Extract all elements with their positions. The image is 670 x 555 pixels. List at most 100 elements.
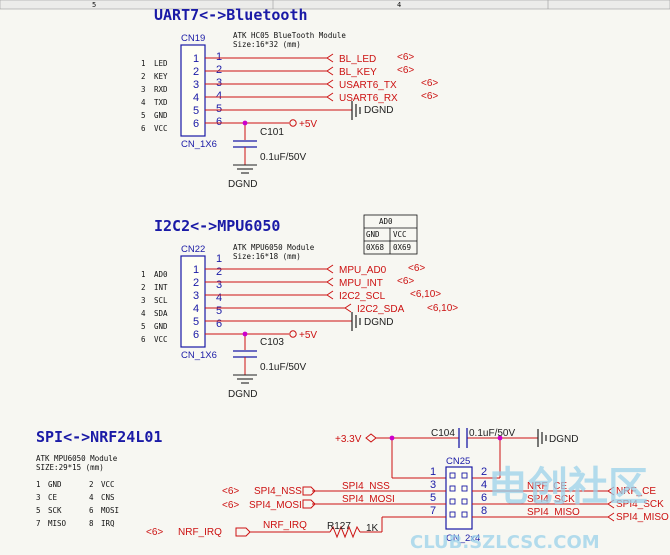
svg-text:<6>: <6> — [421, 91, 438, 102]
svg-text:7: 7 — [36, 519, 41, 528]
svg-text:2: 2 — [89, 480, 94, 489]
svg-text:IRQ: IRQ — [101, 519, 115, 528]
spi-supply-port — [365, 433, 377, 443]
uart-module-name: ATK HC05 BlueTooth Module — [233, 31, 346, 40]
svg-text:I2C2_SDA: I2C2_SDA — [357, 304, 405, 315]
i2c-junction — [242, 331, 248, 337]
svg-text:6: 6 — [481, 492, 487, 504]
svg-text:6: 6 — [141, 335, 146, 344]
uart-vcc-label: +5V — [299, 119, 317, 130]
spi-connector-ref: CN25 — [446, 456, 470, 467]
i2c-module-name: ATK MPU6050 Module — [233, 243, 315, 252]
i2c-cap-gnd-label: DGND — [228, 389, 257, 400]
ruler-label-right: 4 — [397, 1, 401, 9]
spi-section-title: SPI<->NRF24L01 — [36, 428, 162, 446]
svg-text:5: 5 — [36, 506, 41, 515]
svg-text:5: 5 — [193, 316, 199, 328]
svg-text:CNS: CNS — [101, 493, 115, 502]
svg-text:MOSI: MOSI — [101, 506, 119, 515]
svg-text:2: 2 — [216, 266, 222, 278]
svg-text:<6>: <6> — [397, 52, 414, 63]
uart-connector-footprint: CN_1X6 — [181, 139, 217, 150]
svg-text:4: 4 — [481, 479, 487, 491]
svg-text:I2C2_SCL: I2C2_SCL — [339, 291, 386, 302]
svg-text:SDA: SDA — [154, 309, 168, 318]
svg-text:6: 6 — [193, 329, 199, 341]
svg-text:3: 3 — [193, 79, 199, 91]
uart-connector-body — [180, 44, 206, 137]
svg-text:<6>: <6> — [397, 276, 414, 287]
uart-section-title: UART7<->Bluetooth — [154, 6, 308, 24]
svg-text:3: 3 — [216, 279, 222, 291]
svg-text:USART6_RX: USART6_RX — [339, 93, 398, 104]
spi-connector-pins — [449, 472, 468, 518]
svg-text:1: 1 — [193, 53, 199, 65]
svg-text:<6>: <6> — [146, 527, 163, 538]
watermark-logo: 电创社区 CLUB.SZLCSC.COM — [410, 464, 648, 553]
svg-text:1: 1 — [216, 253, 222, 265]
i2c-net-labels: MPU_AD0<6> MPU_INT<6> I2C2_SCL<6,10> I2C… — [339, 263, 458, 315]
uart-net-labels: BL_LED<6> BL_KEY<6> USART6_TX<6> USART6_… — [339, 52, 438, 104]
sheet-ruler — [0, 0, 670, 10]
spi-right-ports: NRF_CE SPI4_SCK SPI4_MISO NRF_CE SPI4_SC… — [527, 481, 669, 523]
spi-connector-body — [445, 466, 473, 530]
svg-text:2: 2 — [193, 277, 199, 289]
svg-text:4: 4 — [141, 98, 146, 107]
i2c-cap-value: 0.1uF/50V — [260, 362, 306, 373]
svg-text:KEY: KEY — [154, 72, 168, 81]
spi-dgnd-symbol — [537, 429, 547, 447]
svg-text:2: 2 — [141, 72, 146, 81]
spi-module-name: ATK MPU6050 Module — [36, 454, 118, 463]
svg-text:2: 2 — [481, 466, 487, 478]
svg-text:3: 3 — [141, 85, 146, 94]
svg-text:0X68: 0X68 — [366, 243, 385, 252]
svg-text:3: 3 — [141, 296, 146, 305]
svg-text:VCC: VCC — [393, 230, 407, 239]
svg-text:1: 1 — [193, 264, 199, 276]
svg-text:NRF_CE: NRF_CE — [527, 481, 567, 492]
spi-resistor-value: 1K — [366, 523, 379, 534]
svg-text:GND: GND — [366, 230, 380, 239]
svg-text:RXD: RXD — [154, 85, 168, 94]
spi-junction-right — [497, 435, 503, 441]
svg-text:SPI4_MOSI: SPI4_MOSI — [249, 500, 302, 511]
svg-text:SCK: SCK — [48, 506, 62, 515]
svg-text:<6>: <6> — [421, 78, 438, 89]
svg-text:GND: GND — [154, 322, 168, 331]
svg-text:GND: GND — [48, 480, 62, 489]
spi-resistor-ref: R127 — [327, 521, 351, 532]
svg-text:VCC: VCC — [101, 480, 115, 489]
spi-capacitor — [458, 428, 468, 448]
svg-text:<6>: <6> — [397, 65, 414, 76]
svg-text:4: 4 — [193, 92, 199, 104]
svg-text:NRF_CE: NRF_CE — [616, 486, 656, 497]
svg-text:TXD: TXD — [154, 98, 168, 107]
uart-capacitor — [233, 140, 257, 148]
svg-text:7: 7 — [430, 505, 436, 517]
i2c-capacitor — [233, 350, 257, 358]
svg-text:6: 6 — [89, 506, 94, 515]
i2c-vcc-port — [289, 330, 297, 338]
i2c-cap-ref: C103 — [260, 337, 284, 348]
svg-text:<6>: <6> — [222, 500, 239, 511]
svg-text:SPI4_MOSI: SPI4_MOSI — [342, 494, 395, 505]
svg-text:5: 5 — [141, 322, 146, 331]
i2c-connector-ref: CN22 — [181, 244, 205, 255]
svg-text:SCL: SCL — [154, 296, 168, 305]
svg-text:USART6_TX: USART6_TX — [339, 80, 397, 91]
svg-text:SPI4_NSS: SPI4_NSS — [254, 486, 302, 497]
svg-text:5: 5 — [216, 305, 222, 317]
spi-cap-value: 0.1uF/50V — [469, 428, 515, 439]
svg-text:8: 8 — [89, 519, 94, 528]
svg-text:0X69: 0X69 — [393, 243, 411, 252]
svg-text:1: 1 — [216, 51, 222, 63]
uart-vcc-port — [289, 119, 297, 127]
svg-text:LED: LED — [154, 59, 168, 68]
svg-text:<6>: <6> — [222, 486, 239, 497]
svg-text:1: 1 — [141, 59, 146, 68]
spi-left-wires — [250, 490, 608, 539]
i2c-cap-ground-icon — [233, 374, 257, 384]
